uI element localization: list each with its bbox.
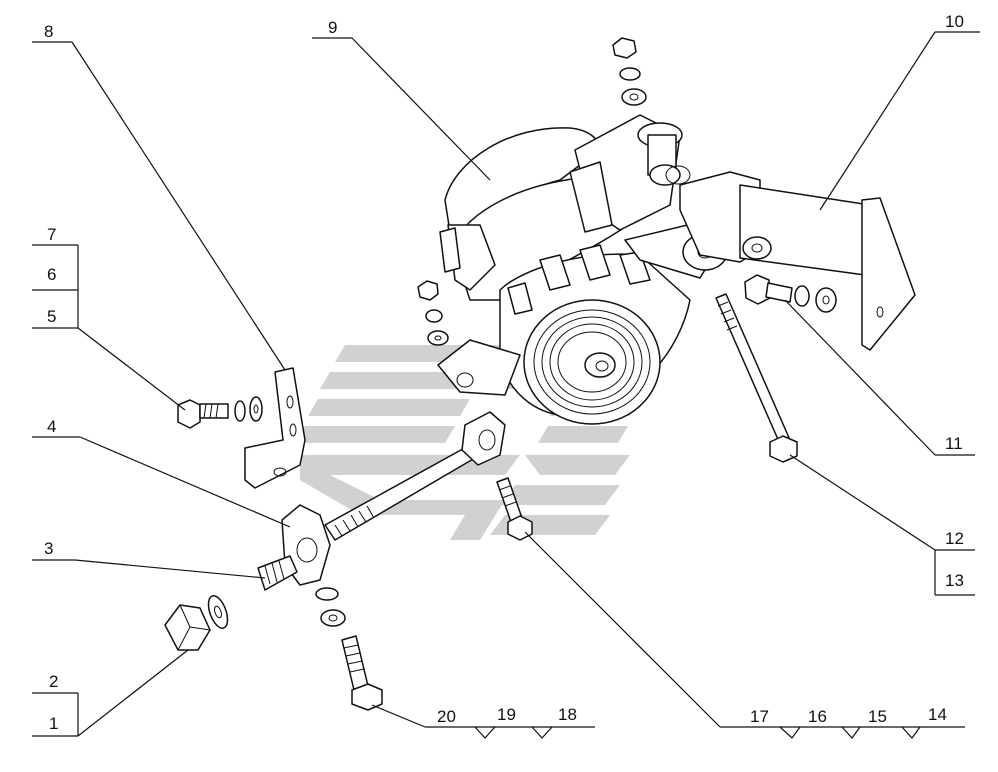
callout-12: 12 bbox=[945, 529, 964, 548]
bolt-with-washers bbox=[177, 396, 263, 429]
callout-10: 10 bbox=[945, 12, 964, 31]
callout-18: 18 bbox=[558, 705, 577, 724]
alternator bbox=[437, 114, 728, 425]
callout-4: 4 bbox=[47, 417, 56, 436]
callout-19: 19 bbox=[497, 705, 516, 724]
center-bolt bbox=[496, 477, 533, 541]
callout-9: 9 bbox=[328, 18, 337, 37]
bracket-bolt bbox=[744, 274, 837, 313]
long-bolt bbox=[715, 293, 798, 463]
nut-and-washer bbox=[164, 595, 229, 651]
callout-15: 15 bbox=[868, 707, 887, 726]
callout-3: 3 bbox=[44, 539, 53, 558]
mounting-bracket bbox=[244, 367, 306, 489]
callout-16: 16 bbox=[808, 707, 827, 726]
callout-8: 8 bbox=[44, 22, 53, 41]
callout-1: 1 bbox=[49, 714, 58, 733]
callout-13: 13 bbox=[945, 571, 964, 590]
callout-17: 17 bbox=[750, 707, 769, 726]
lower-bolt bbox=[315, 587, 383, 711]
callout-5: 5 bbox=[47, 307, 56, 326]
callout-20: 20 bbox=[437, 707, 456, 726]
callout-14: 14 bbox=[928, 705, 947, 724]
callout-leader-lines bbox=[32, 31, 980, 739]
alternator-bracket bbox=[665, 165, 916, 351]
callout-7: 7 bbox=[47, 225, 56, 244]
tension-arm bbox=[257, 411, 506, 591]
callout-2: 2 bbox=[49, 672, 58, 691]
upper-nut-stack bbox=[612, 37, 647, 106]
callout-labels: 8 9 10 7 6 5 4 3 2 1 11 12 13 17 16 15 1… bbox=[44, 12, 964, 733]
callout-6: 6 bbox=[47, 265, 56, 284]
callout-11: 11 bbox=[945, 434, 963, 453]
left-nut-stack bbox=[417, 280, 449, 346]
